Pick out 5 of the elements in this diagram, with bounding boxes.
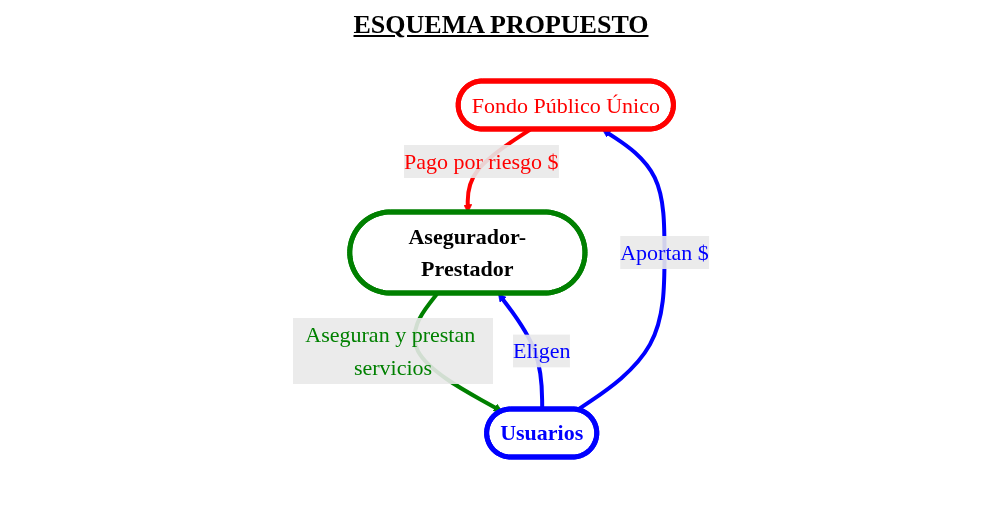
edge-label: Pago por riesgo $ bbox=[404, 148, 559, 174]
edge-label: Aportan $ bbox=[620, 240, 709, 265]
edge-label: Aseguran y prestan servicios bbox=[305, 322, 476, 380]
diagram-title: ESQUEMA PROPUESTO bbox=[352, 10, 650, 40]
edge-label: Eligen bbox=[513, 338, 571, 364]
